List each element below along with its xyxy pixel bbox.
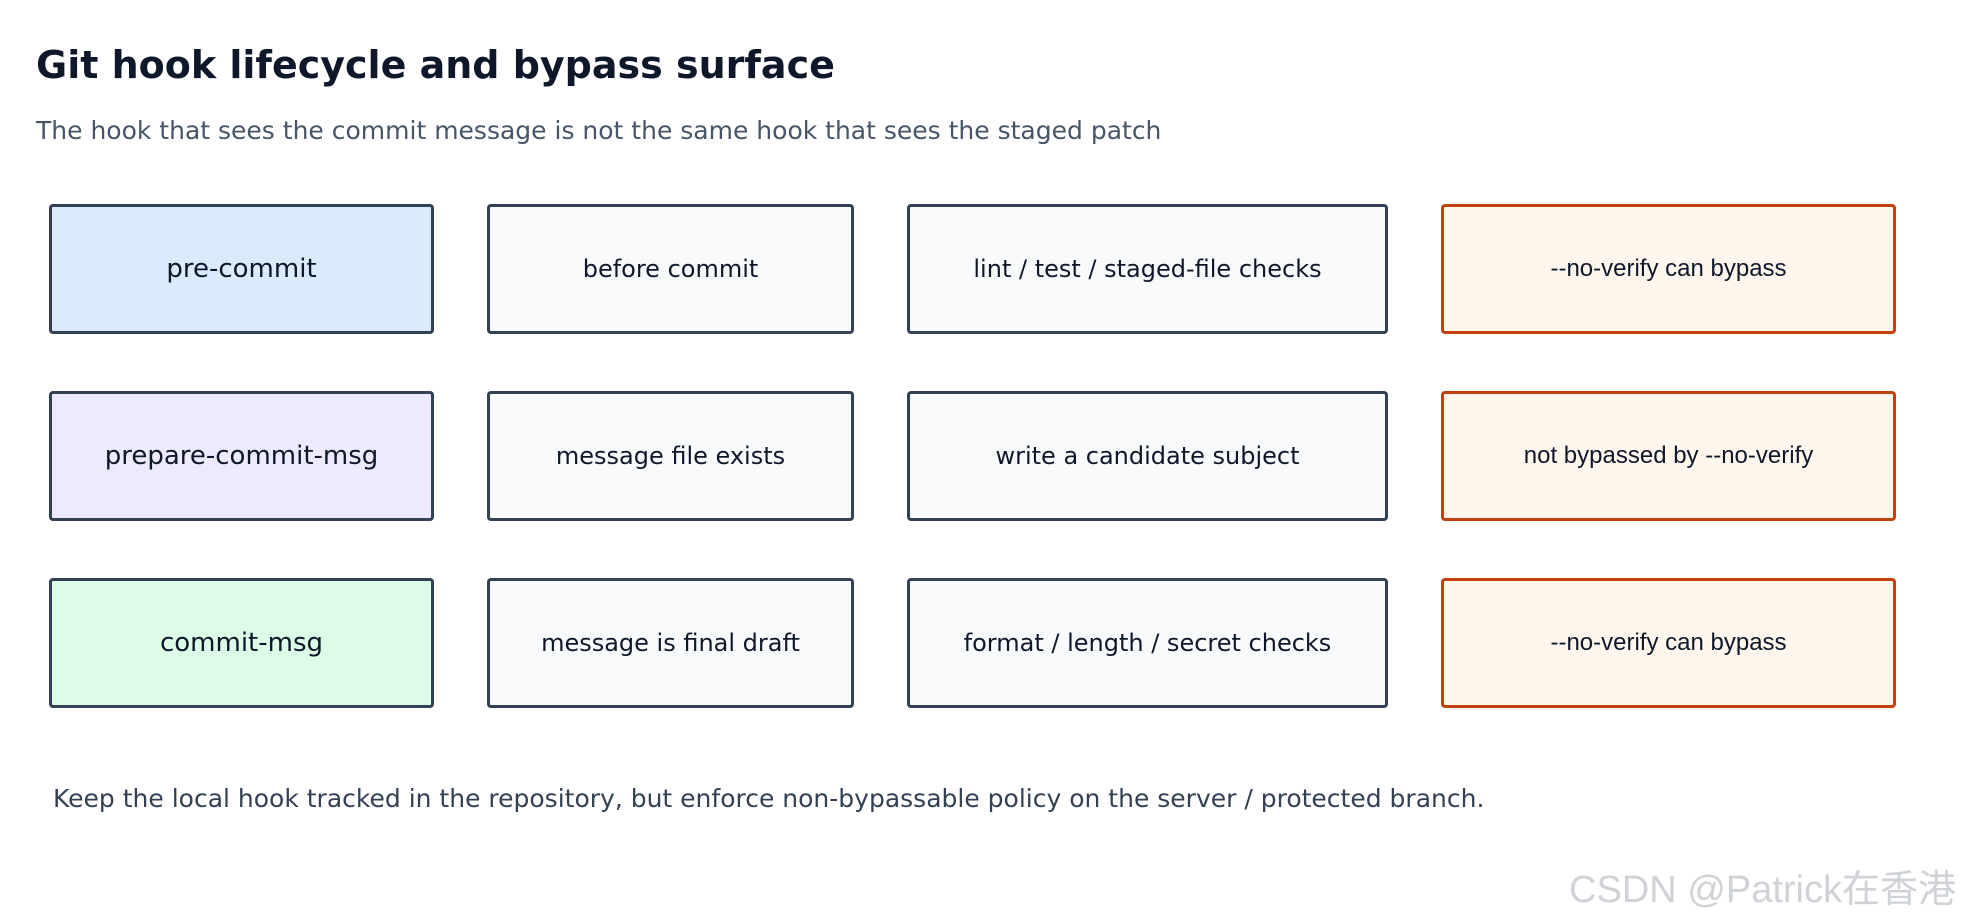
timing-box-prepare-commit-msg: message file exists	[487, 391, 854, 521]
hook-box-commit-msg: commit-msg	[49, 578, 434, 708]
diagram-subtitle: The hook that sees the commit message is…	[36, 116, 1162, 145]
purpose-box-prepare-commit-msg: write a candidate subject	[907, 391, 1388, 521]
hook-box-pre-commit: pre-commit	[49, 204, 434, 334]
timing-box-pre-commit: before commit	[487, 204, 854, 334]
bypass-box-prepare-commit-msg: not bypassed by --no-verify	[1441, 391, 1896, 521]
watermark: CSDN @Patrick在香港	[1569, 869, 1956, 911]
purpose-box-pre-commit: lint / test / staged-file checks	[907, 204, 1388, 334]
hook-box-prepare-commit-msg: prepare-commit-msg	[49, 391, 434, 521]
purpose-box-commit-msg: format / length / secret checks	[907, 578, 1388, 708]
bypass-box-pre-commit: --no-verify can bypass	[1441, 204, 1896, 334]
timing-box-commit-msg: message is final draft	[487, 578, 854, 708]
bypass-box-commit-msg: --no-verify can bypass	[1441, 578, 1896, 708]
footnote: Keep the local hook tracked in the repos…	[53, 784, 1485, 813]
diagram-title: Git hook lifecycle and bypass surface	[36, 43, 835, 87]
